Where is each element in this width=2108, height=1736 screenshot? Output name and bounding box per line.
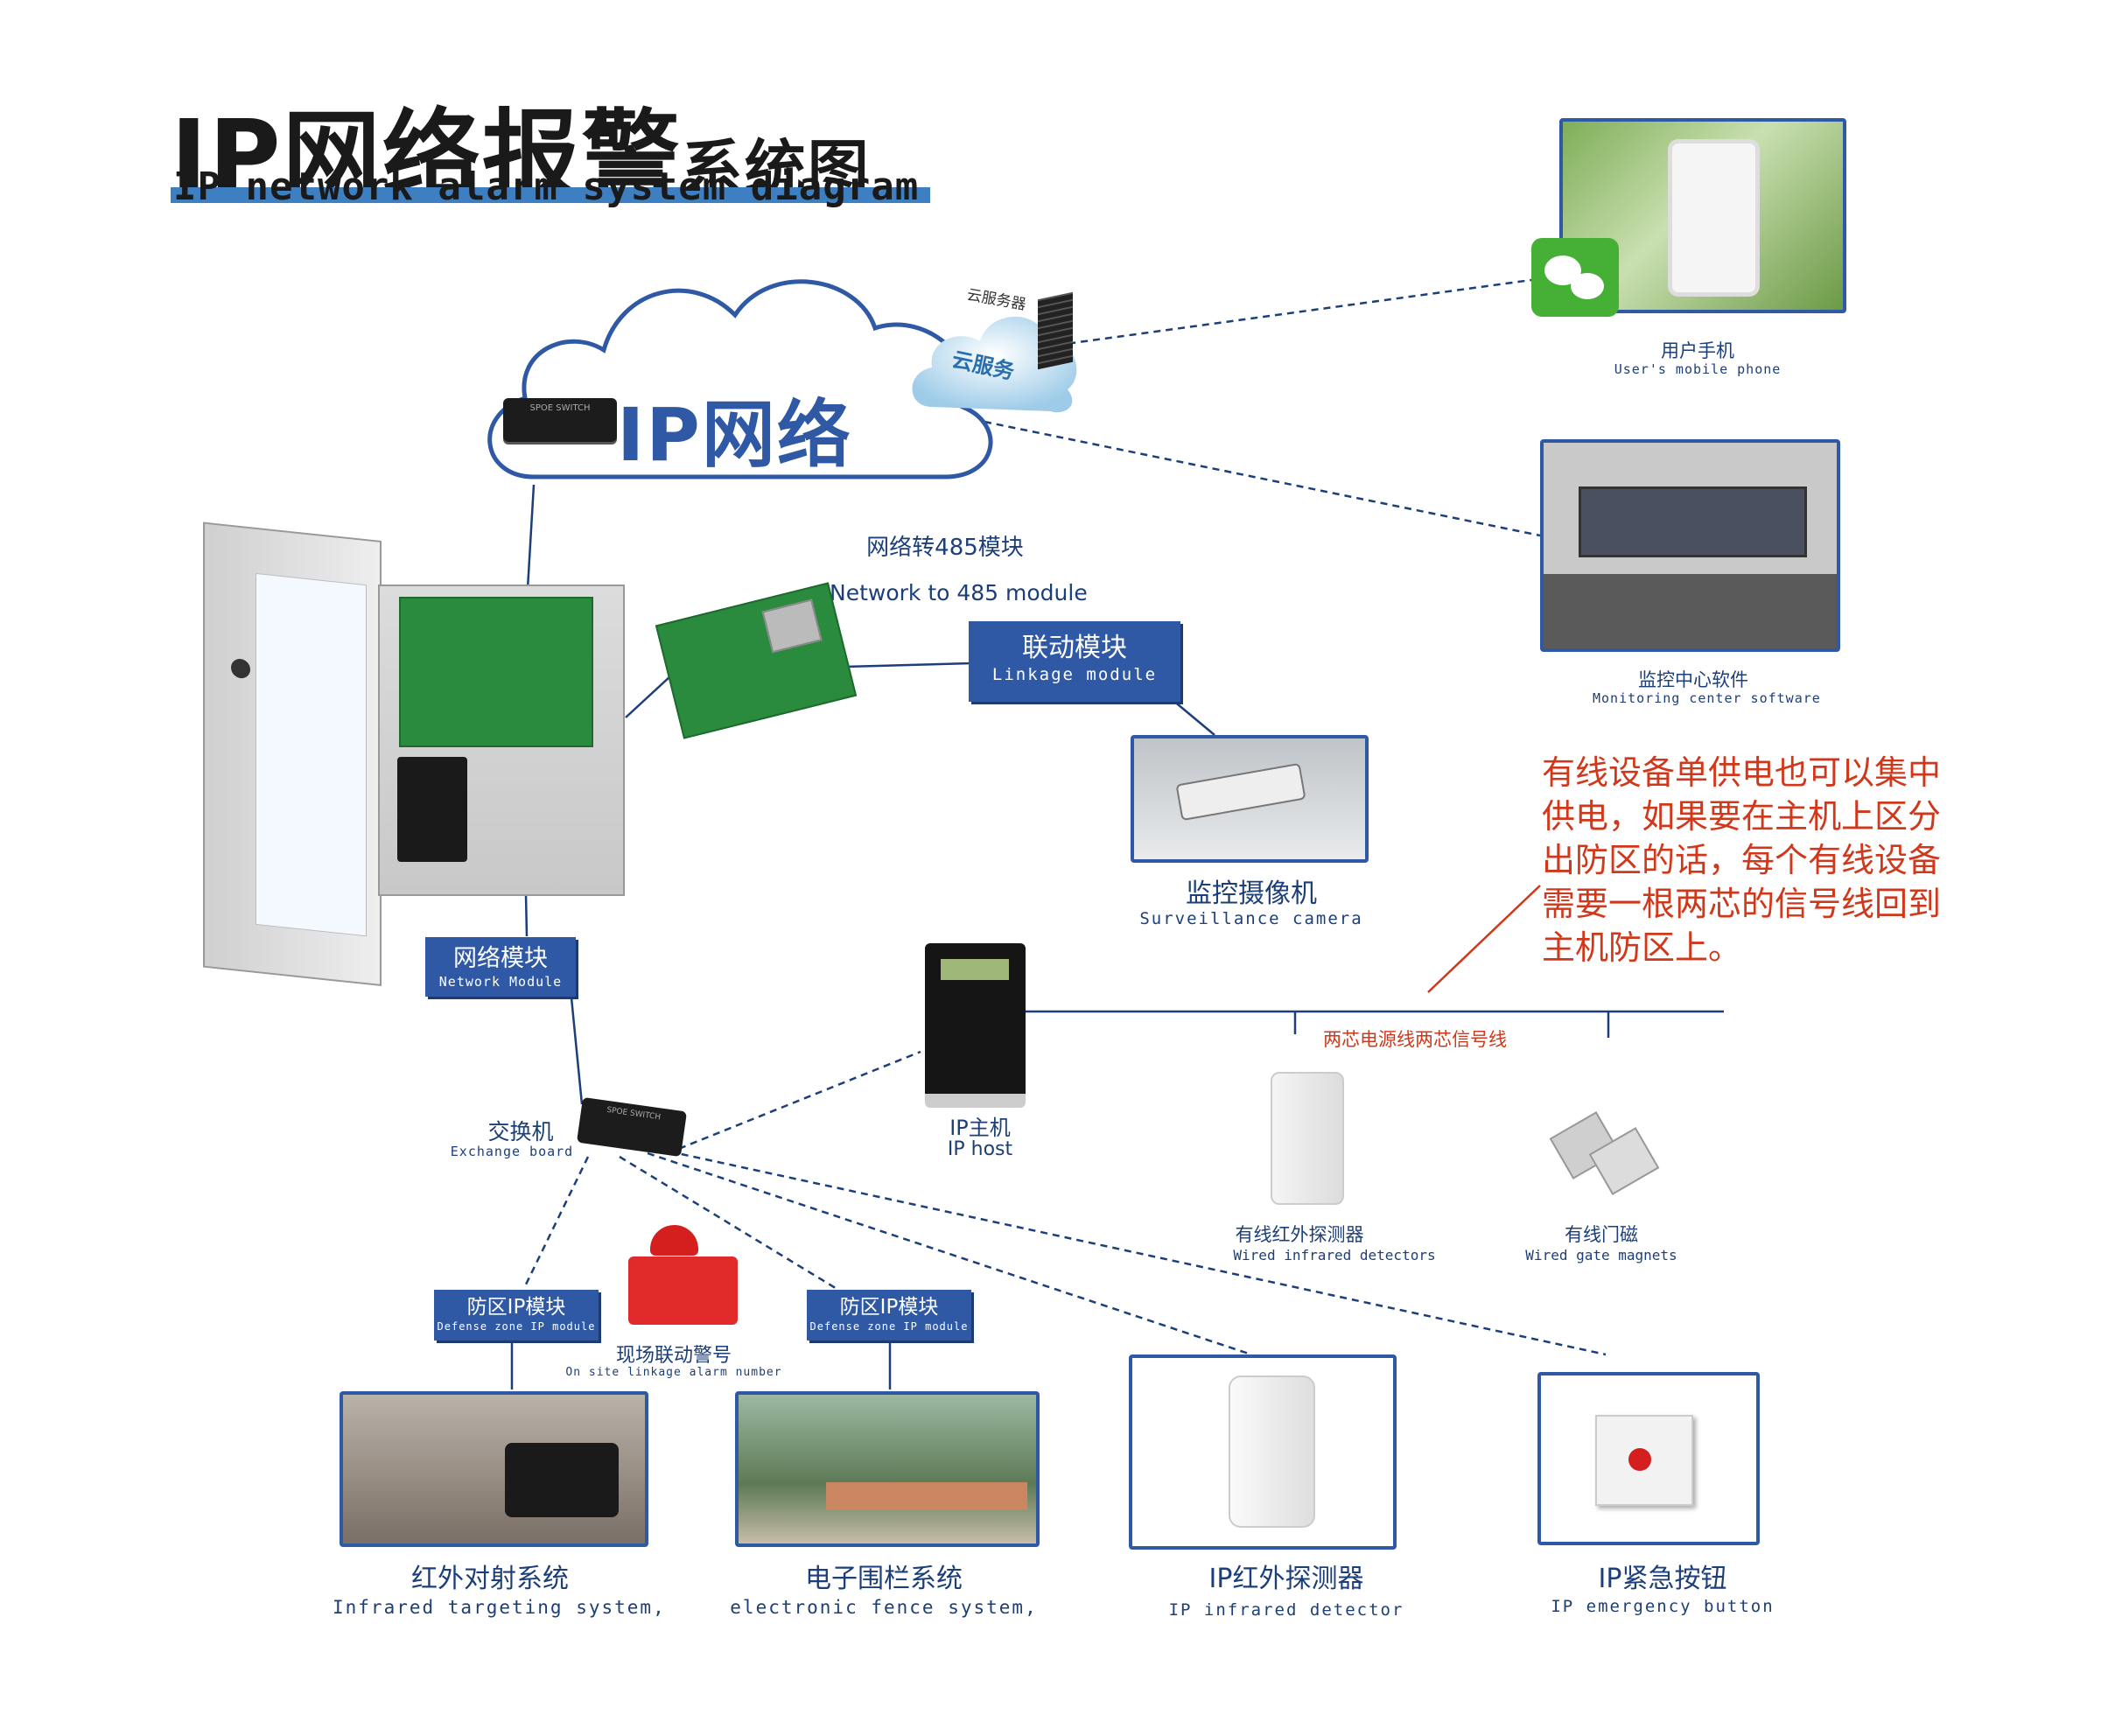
note-pointer bbox=[1427, 885, 1541, 993]
wired-infrared-cn-label: 有线红外探测器 bbox=[1235, 1224, 1364, 1245]
ip-host-cn-label: IP主机 bbox=[949, 1116, 1011, 1140]
fence-system-cn-label: 电子围栏系统 bbox=[805, 1564, 963, 1594]
alarm-siren-icon bbox=[628, 1225, 746, 1326]
link-switch-zone2 bbox=[619, 1155, 839, 1292]
camera-icon bbox=[1175, 762, 1306, 822]
ip-infrared-icon bbox=[1229, 1376, 1315, 1528]
switch-cn-label: 交换机 bbox=[487, 1119, 554, 1144]
infrared-system-cn-label: 红外对射系统 bbox=[411, 1564, 569, 1594]
ip-emergency-photo bbox=[1537, 1372, 1760, 1545]
ip-emergency-en-label: IP emergency button bbox=[1551, 1597, 1775, 1616]
wired-infrared-en-label: Wired infrared detectors bbox=[1233, 1247, 1436, 1264]
link-linkage-camera bbox=[1172, 699, 1215, 736]
ip-infrared-photo bbox=[1129, 1354, 1397, 1550]
alarm-cn-label: 现场联动警号 bbox=[615, 1345, 732, 1367]
cabinet-box bbox=[378, 584, 625, 896]
link-switch-ipinfrared bbox=[647, 1152, 1252, 1356]
link-cloud-host bbox=[525, 484, 536, 605]
link-netmodule-switch bbox=[569, 988, 584, 1105]
infrared-system-photo bbox=[340, 1391, 648, 1547]
keypad-icon bbox=[397, 757, 467, 862]
ip-infrared-cn-label: IP红外探测器 bbox=[1208, 1564, 1364, 1594]
wire-label: 两芯电源线两芯信号线 bbox=[1323, 1029, 1507, 1050]
link-switch-zone1 bbox=[523, 1156, 590, 1287]
alarm-en-label: On site linkage alarm number bbox=[565, 1366, 782, 1379]
link-cloud-phone bbox=[995, 278, 1532, 355]
console-desks bbox=[1544, 574, 1837, 648]
wiring-diagram-sheet bbox=[256, 572, 367, 937]
rj45-port-icon bbox=[761, 598, 823, 654]
cloud-label: IP网络 bbox=[617, 392, 852, 478]
monitoring-cn-label: 监控中心软件 bbox=[1638, 669, 1748, 690]
link-485-linkage bbox=[844, 662, 972, 668]
ip-host-en-label: IP host bbox=[947, 1138, 1013, 1160]
wired-gate-cn-label: 有线门磁 bbox=[1565, 1224, 1638, 1245]
wired-infrared-icon bbox=[1271, 1072, 1344, 1205]
link-switch-emergency bbox=[669, 1150, 1607, 1356]
wiring-note: 有线设备单供电也可以集中 供电，如果要在主机上区分 出防区的话，每个有线设备 需… bbox=[1542, 753, 1942, 967]
link-switch-iphost bbox=[667, 1050, 921, 1155]
wired-gate-icon bbox=[1549, 1111, 1660, 1195]
module485-cn-label: 网络转485模块 bbox=[866, 535, 1024, 561]
ip-emergency-icon bbox=[1595, 1415, 1693, 1506]
monitoring-photo bbox=[1540, 439, 1840, 652]
wechat-icon bbox=[1531, 238, 1619, 317]
monitoring-en-label: Monitoring center software bbox=[1593, 690, 1821, 706]
infrared-system-en-label: Infrared targeting system, bbox=[333, 1597, 666, 1618]
phone-en-label: User's mobile phone bbox=[1614, 361, 1782, 377]
smartphone-icon bbox=[1668, 139, 1760, 297]
infrared-beam-icon bbox=[505, 1443, 619, 1517]
cabinet-lock-icon bbox=[231, 657, 250, 680]
cloud-switch-icon: SPOE SWITCH bbox=[503, 398, 617, 442]
fence-system-photo bbox=[735, 1391, 1040, 1547]
title-underline-bar bbox=[171, 187, 930, 203]
cabinet-door bbox=[203, 522, 382, 986]
camera-en-label: Surveillance camera bbox=[1139, 909, 1363, 928]
fence-system-en-label: electronic fence system, bbox=[730, 1597, 1038, 1618]
cloud-server-icon bbox=[1038, 291, 1073, 370]
wired-gate-en-label: Wired gate magnets bbox=[1525, 1247, 1677, 1264]
video-wall bbox=[1579, 486, 1807, 557]
module485-en-label: Network to 485 module bbox=[830, 580, 1088, 606]
circuit-board bbox=[399, 597, 593, 747]
switch-en-label: Exchange board bbox=[450, 1144, 574, 1159]
title-english: IP network alarm system diagram bbox=[173, 164, 920, 209]
keypad-lcd bbox=[941, 959, 1009, 980]
cloud-service-icon bbox=[912, 316, 1077, 413]
camera-cn-label: 监控摄像机 bbox=[1186, 878, 1317, 909]
fence-wall bbox=[826, 1482, 1027, 1510]
camera-photo bbox=[1131, 735, 1369, 863]
ip-host-keypad bbox=[925, 943, 1026, 1108]
phone-cn-label: 用户手机 bbox=[1661, 340, 1734, 361]
link-cloud-monitoring bbox=[984, 420, 1541, 537]
ip-infrared-en-label: IP infrared detector bbox=[1168, 1600, 1404, 1620]
ip-emergency-cn-label: IP紧急按钮 bbox=[1598, 1564, 1727, 1594]
